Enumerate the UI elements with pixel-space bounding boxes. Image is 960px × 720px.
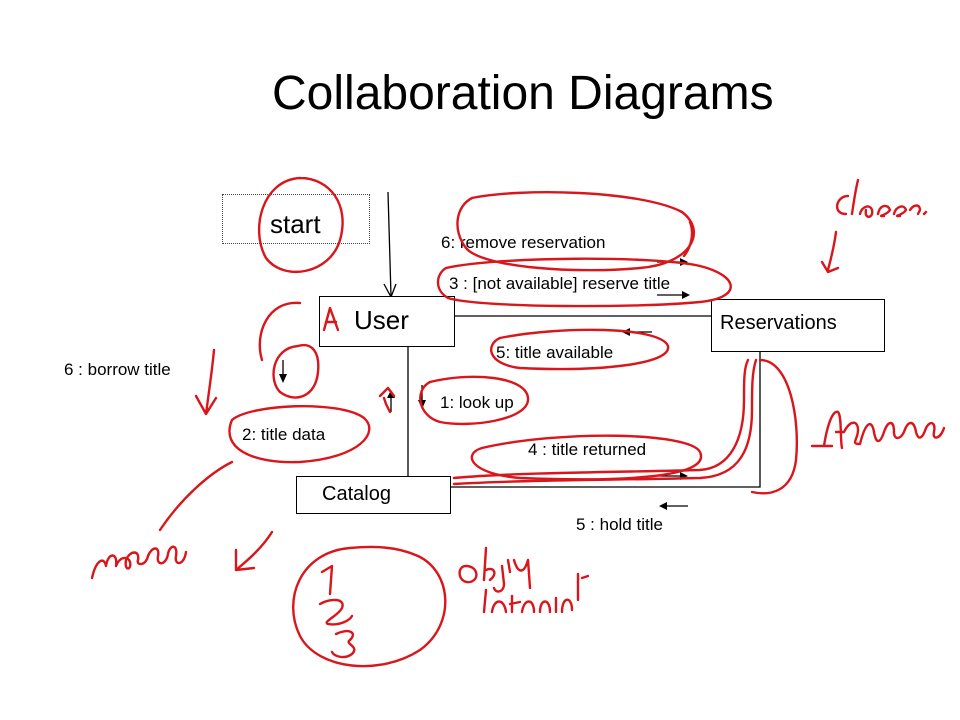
circle-borrow-arrow: [272, 343, 320, 399]
message-reserve-title: 3 : [not available] reserve title: [449, 274, 671, 293]
msg-arrow-reserve-head: [682, 291, 690, 299]
oval-reserve-title: [436, 257, 732, 308]
message-title-returned: 4 : title returned: [528, 440, 647, 459]
start-box: [222, 194, 370, 244]
message-look-up: 1: look up: [440, 393, 514, 412]
mark-a: [322, 306, 340, 332]
message-remove-reservation: 6: remove reservation: [441, 233, 606, 252]
classes-arrow: [820, 230, 840, 274]
start-arrow-line: [387, 191, 392, 297]
association-trace-1: [452, 358, 750, 480]
red-left-arrow: [234, 530, 274, 572]
object-scribble: [458, 546, 532, 593]
message-borrow-title: 6 : borrow title: [64, 360, 171, 379]
catalog-object: [296, 476, 451, 514]
classes-scribble: [836, 178, 928, 218]
message-title-available: 5: title available: [496, 343, 614, 362]
start-label: start: [270, 209, 321, 239]
squiggle-reserve: [682, 220, 694, 258]
circle-object-internal: [291, 545, 447, 668]
catalog-label: Catalog: [322, 483, 391, 505]
oval-title-data: [228, 404, 371, 464]
oval-remove-reservation: [456, 191, 695, 272]
msg-arrow-hold-head: [659, 502, 667, 510]
reservations-label: Reservations: [720, 312, 837, 334]
oval-look-up: [419, 375, 530, 426]
associations-scribble: [810, 410, 946, 450]
line-message-pointer: [158, 460, 234, 532]
association-curve: [750, 358, 799, 495]
association-trace-2: [452, 358, 758, 486]
user-label: User: [354, 305, 409, 335]
msg-arrow-borrow-head: [279, 374, 287, 383]
message-title-data: 2: title data: [242, 425, 326, 444]
sequence-1-2-3: [318, 564, 356, 659]
red-down-arrow: [194, 348, 218, 416]
message-hold-title: 5 : hold title: [576, 515, 663, 534]
reservations-object: [711, 299, 885, 352]
oval-title-available: [490, 328, 670, 371]
red-up-mark: [378, 386, 396, 414]
internal-scribble: [482, 572, 590, 614]
message-scribble: [90, 545, 188, 580]
circle-start: [258, 176, 344, 273]
catalog-reservations-link: [451, 352, 761, 488]
slide-title: Collaboration Diagrams: [272, 67, 774, 120]
user-object: [319, 296, 455, 347]
arc-user-left: [258, 301, 302, 362]
